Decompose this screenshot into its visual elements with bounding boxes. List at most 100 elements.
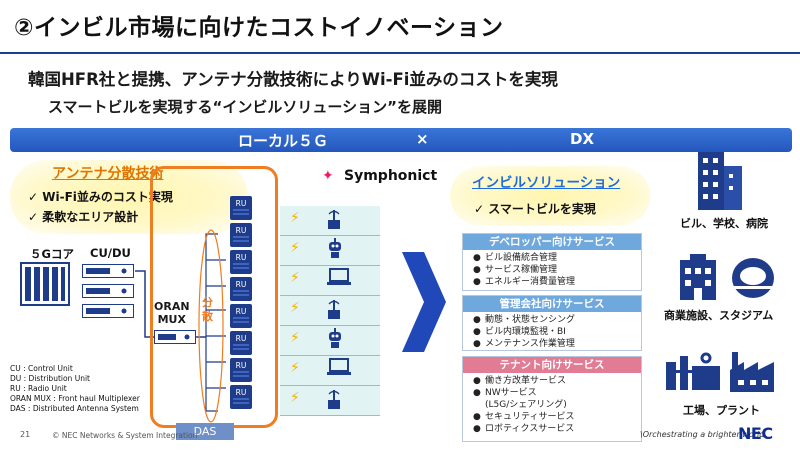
radio-unit-icon: RU	[230, 223, 252, 247]
developer-services-title: デベロッパー向けサービス	[463, 234, 641, 250]
ru-vent	[233, 317, 249, 325]
stadium-icon	[732, 258, 774, 298]
router-icon	[326, 298, 342, 324]
oran-label-line2: MUX	[157, 313, 186, 326]
ru-vent	[233, 263, 249, 271]
check-icon: ✓	[28, 190, 39, 204]
service-item: ●働き方改革サービス	[473, 376, 567, 386]
antenna-tech-title: アンテナ分散技術	[52, 166, 164, 182]
radio-unit-icon: RU	[230, 358, 252, 382]
slide-title: ②インビル市場に向けたコストイノベーション	[14, 15, 504, 41]
ru-vent	[233, 209, 249, 217]
cudu-label: CU/DU	[90, 246, 131, 260]
laptop-icon	[326, 268, 352, 290]
service-item: ●動態・状態センシング	[473, 315, 576, 325]
local5g-dx-banner: ローカル５Ｇ × DX	[10, 128, 792, 152]
plant-icon	[666, 352, 720, 390]
oran-label-line1: ORAN	[154, 300, 190, 313]
antenna-bullet-text: Wi-Fi並みのコスト実現	[42, 190, 173, 204]
legend-line: RU : Radio Unit	[10, 384, 67, 393]
category-building-label: ビル、学校、病院	[680, 217, 768, 230]
signal-bolt-icon: ⚡	[290, 270, 300, 286]
category-factory-label: 工場、プラント	[683, 404, 760, 417]
radio-unit-icon: RU	[230, 250, 252, 274]
subtitle-main: 韓国HFR社と提携、アンテナ分散技術によりWi-Fi並みのコストを実現	[28, 70, 558, 89]
oran-mux-label: ORAN MUX	[154, 300, 190, 326]
oran-mux-icon	[154, 330, 196, 344]
developer-services-box: デベロッパー向けサービス ●ビル設備統合管理 ●サービス稼働管理 ●エネルギー消…	[462, 233, 642, 291]
antenna-bullet-cost: ✓ Wi-Fi並みのコスト実現	[28, 188, 173, 205]
cu-du-unit-icon	[82, 304, 134, 318]
banner-local5g-label: ローカル５Ｇ	[238, 132, 329, 150]
banner-cross-symbol: ×	[416, 130, 429, 148]
legend-line: DU : Distribution Unit	[10, 374, 90, 383]
service-item: ●メンテナンス作業管理	[473, 339, 575, 349]
banner-dx-label: DX	[570, 130, 595, 148]
antenna-callout-bubble	[10, 160, 248, 234]
legend-line: DAS : Distributed Antenna System	[10, 404, 139, 413]
ru-vent	[233, 236, 249, 244]
signal-bolt-icon: ⚡	[290, 330, 300, 346]
inbuilding-solution-title: インビルソリューション	[472, 175, 621, 191]
radio-unit-icon: RU	[230, 331, 252, 355]
radio-unit-icon: RU	[230, 304, 252, 328]
service-item: (L5G/シェアリング)	[485, 400, 567, 410]
management-services-box: 管理会社向けサービス ●動態・状態センシング ●ビル内環境監視・BI ●メンテナ…	[462, 295, 642, 351]
title-divider	[0, 52, 800, 54]
ru-vent	[233, 290, 249, 298]
legend-line: CU : Control Unit	[10, 364, 73, 373]
brand-tagline: \Orchestrating a brighter world	[640, 430, 765, 439]
solution-bullet: ✓ スマートビルを実現	[474, 200, 596, 217]
coverage-row	[280, 236, 380, 266]
ru-label: RU	[235, 334, 247, 343]
radio-unit-icon: RU	[230, 277, 252, 301]
abbreviation-legend: CU : Control Unit DU : Distribution Unit…	[10, 364, 140, 414]
ru-vent	[233, 398, 249, 406]
cu-du-unit-icon	[82, 284, 134, 298]
arrow-right-icon	[402, 252, 446, 352]
robot-icon	[326, 238, 344, 264]
signal-bolt-icon: ⚡	[290, 240, 300, 256]
copyright-text: © NEC Networks & System Integration	[52, 431, 198, 440]
page-number: 21	[20, 430, 31, 439]
radio-unit-icon: RU	[230, 196, 252, 220]
distribute-label: 分散	[202, 296, 213, 323]
symphonict-logo: Symphonict	[344, 168, 438, 184]
server-rack-icon	[20, 262, 70, 306]
ru-label: RU	[235, 307, 247, 316]
distribution-ellipse	[198, 229, 224, 423]
signal-bolt-icon: ⚡	[290, 300, 300, 316]
antenna-bullet-area: ✓ 柔軟なエリア設計	[28, 208, 138, 225]
office-building-icon	[698, 152, 742, 210]
radio-unit-icon: RU	[230, 385, 252, 409]
ru-label: RU	[235, 226, 247, 235]
check-icon: ✓	[28, 210, 39, 224]
ru-label: RU	[235, 280, 247, 289]
das-label: DAS	[176, 423, 234, 440]
service-item: ●ロボティクスサービス	[473, 424, 575, 434]
robot-icon	[326, 328, 344, 354]
service-item: ●サービス稼働管理	[473, 265, 558, 275]
router-icon	[326, 208, 342, 234]
ru-label: RU	[235, 388, 247, 397]
antenna-bullet-text: 柔軟なエリア設計	[42, 210, 139, 224]
cu-du-unit-icon	[82, 264, 134, 278]
nec-logo: NEC	[738, 424, 773, 443]
signal-bolt-icon: ⚡	[290, 210, 300, 226]
symphonict-logo-icon: ✦	[322, 168, 334, 184]
tenant-services-title: テナント向けサービス	[463, 357, 641, 373]
coverage-row	[280, 326, 380, 356]
service-item: ●NWサービス	[473, 388, 537, 398]
management-services-title: 管理会社向けサービス	[463, 296, 641, 312]
ru-vent	[233, 344, 249, 352]
ru-label: RU	[235, 199, 247, 208]
shopping-mall-icon	[680, 254, 716, 300]
solution-bullet-text: スマートビルを実現	[488, 202, 596, 216]
factory-icon	[730, 352, 774, 392]
router-icon	[326, 388, 342, 414]
service-item: ●エネルギー消費量管理	[473, 277, 576, 287]
category-commercial-label: 商業施設、スタジアム	[664, 309, 774, 322]
signal-bolt-icon: ⚡	[290, 390, 300, 406]
signal-bolt-icon: ⚡	[290, 360, 300, 376]
legend-line: ORAN MUX : Front haul Multiplexer	[10, 394, 140, 403]
